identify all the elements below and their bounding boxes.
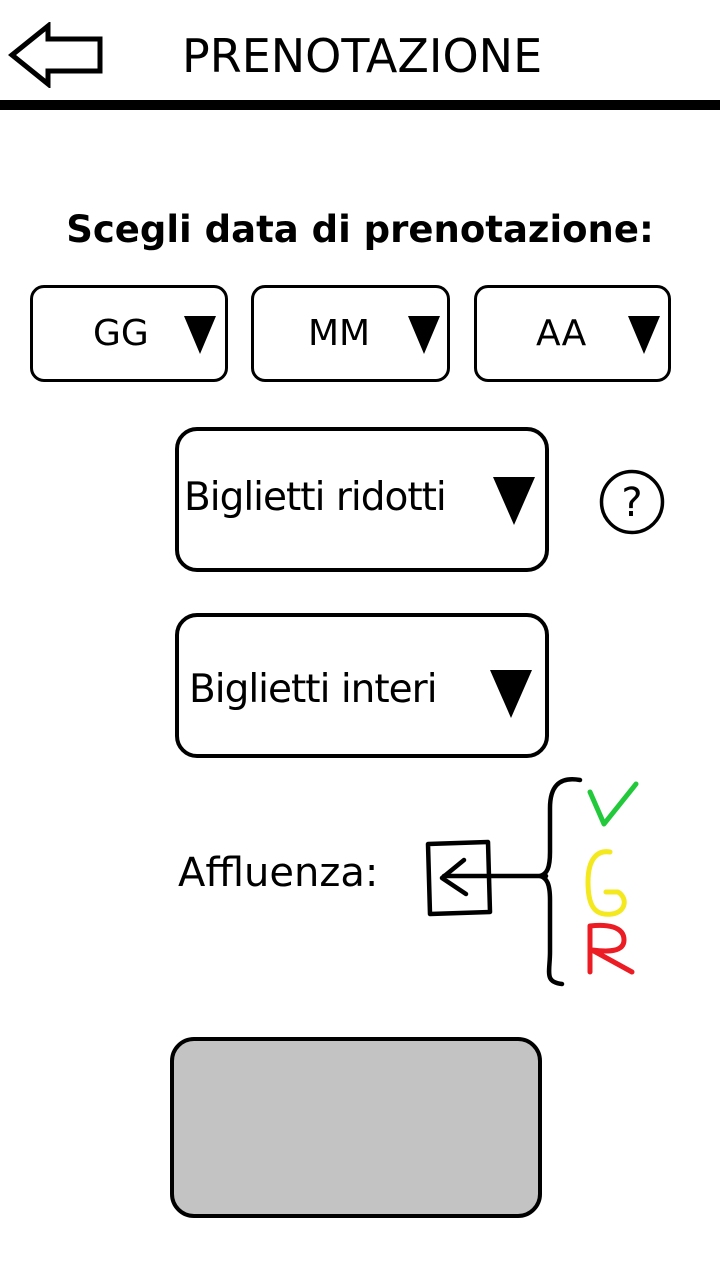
back-arrow-icon: [8, 22, 103, 88]
date-heading: Scegli data di prenotazione:: [66, 208, 654, 251]
help-button[interactable]: ?: [599, 469, 665, 535]
level-yellow-glyph: [585, 849, 627, 917]
affluenza-indicator: [420, 774, 660, 990]
year-select-value: AA: [536, 313, 587, 354]
reduced-tickets-value: Biglietti ridotti: [184, 475, 447, 520]
svg-text:?: ?: [621, 480, 642, 526]
reduced-tickets-select[interactable]: Biglietti ridotti: [175, 427, 549, 572]
affluenza-label: Affluenza:: [178, 850, 379, 896]
month-select-value: MM: [308, 313, 371, 354]
submit-button[interactable]: [170, 1037, 542, 1218]
day-select-value: GG: [93, 313, 149, 354]
back-button[interactable]: [8, 22, 106, 88]
level-green-glyph: [587, 781, 639, 827]
chevron-down-icon: [493, 477, 535, 525]
month-select[interactable]: MM: [251, 285, 450, 382]
year-select[interactable]: AA: [474, 285, 671, 382]
page-title: PRENOTAZIONE: [182, 29, 543, 83]
chevron-down-icon: [490, 670, 532, 718]
header-bar: PRENOTAZIONE: [0, 0, 720, 100]
chevron-down-icon: [628, 316, 660, 354]
header-divider: [0, 100, 720, 110]
level-red-glyph: [587, 922, 635, 975]
chevron-down-icon: [184, 316, 216, 354]
day-select[interactable]: GG: [30, 285, 228, 382]
chevron-down-icon: [408, 316, 440, 354]
question-mark-icon: ?: [599, 469, 665, 535]
full-tickets-select[interactable]: Biglietti interi: [175, 613, 549, 758]
full-tickets-value: Biglietti interi: [189, 667, 438, 712]
